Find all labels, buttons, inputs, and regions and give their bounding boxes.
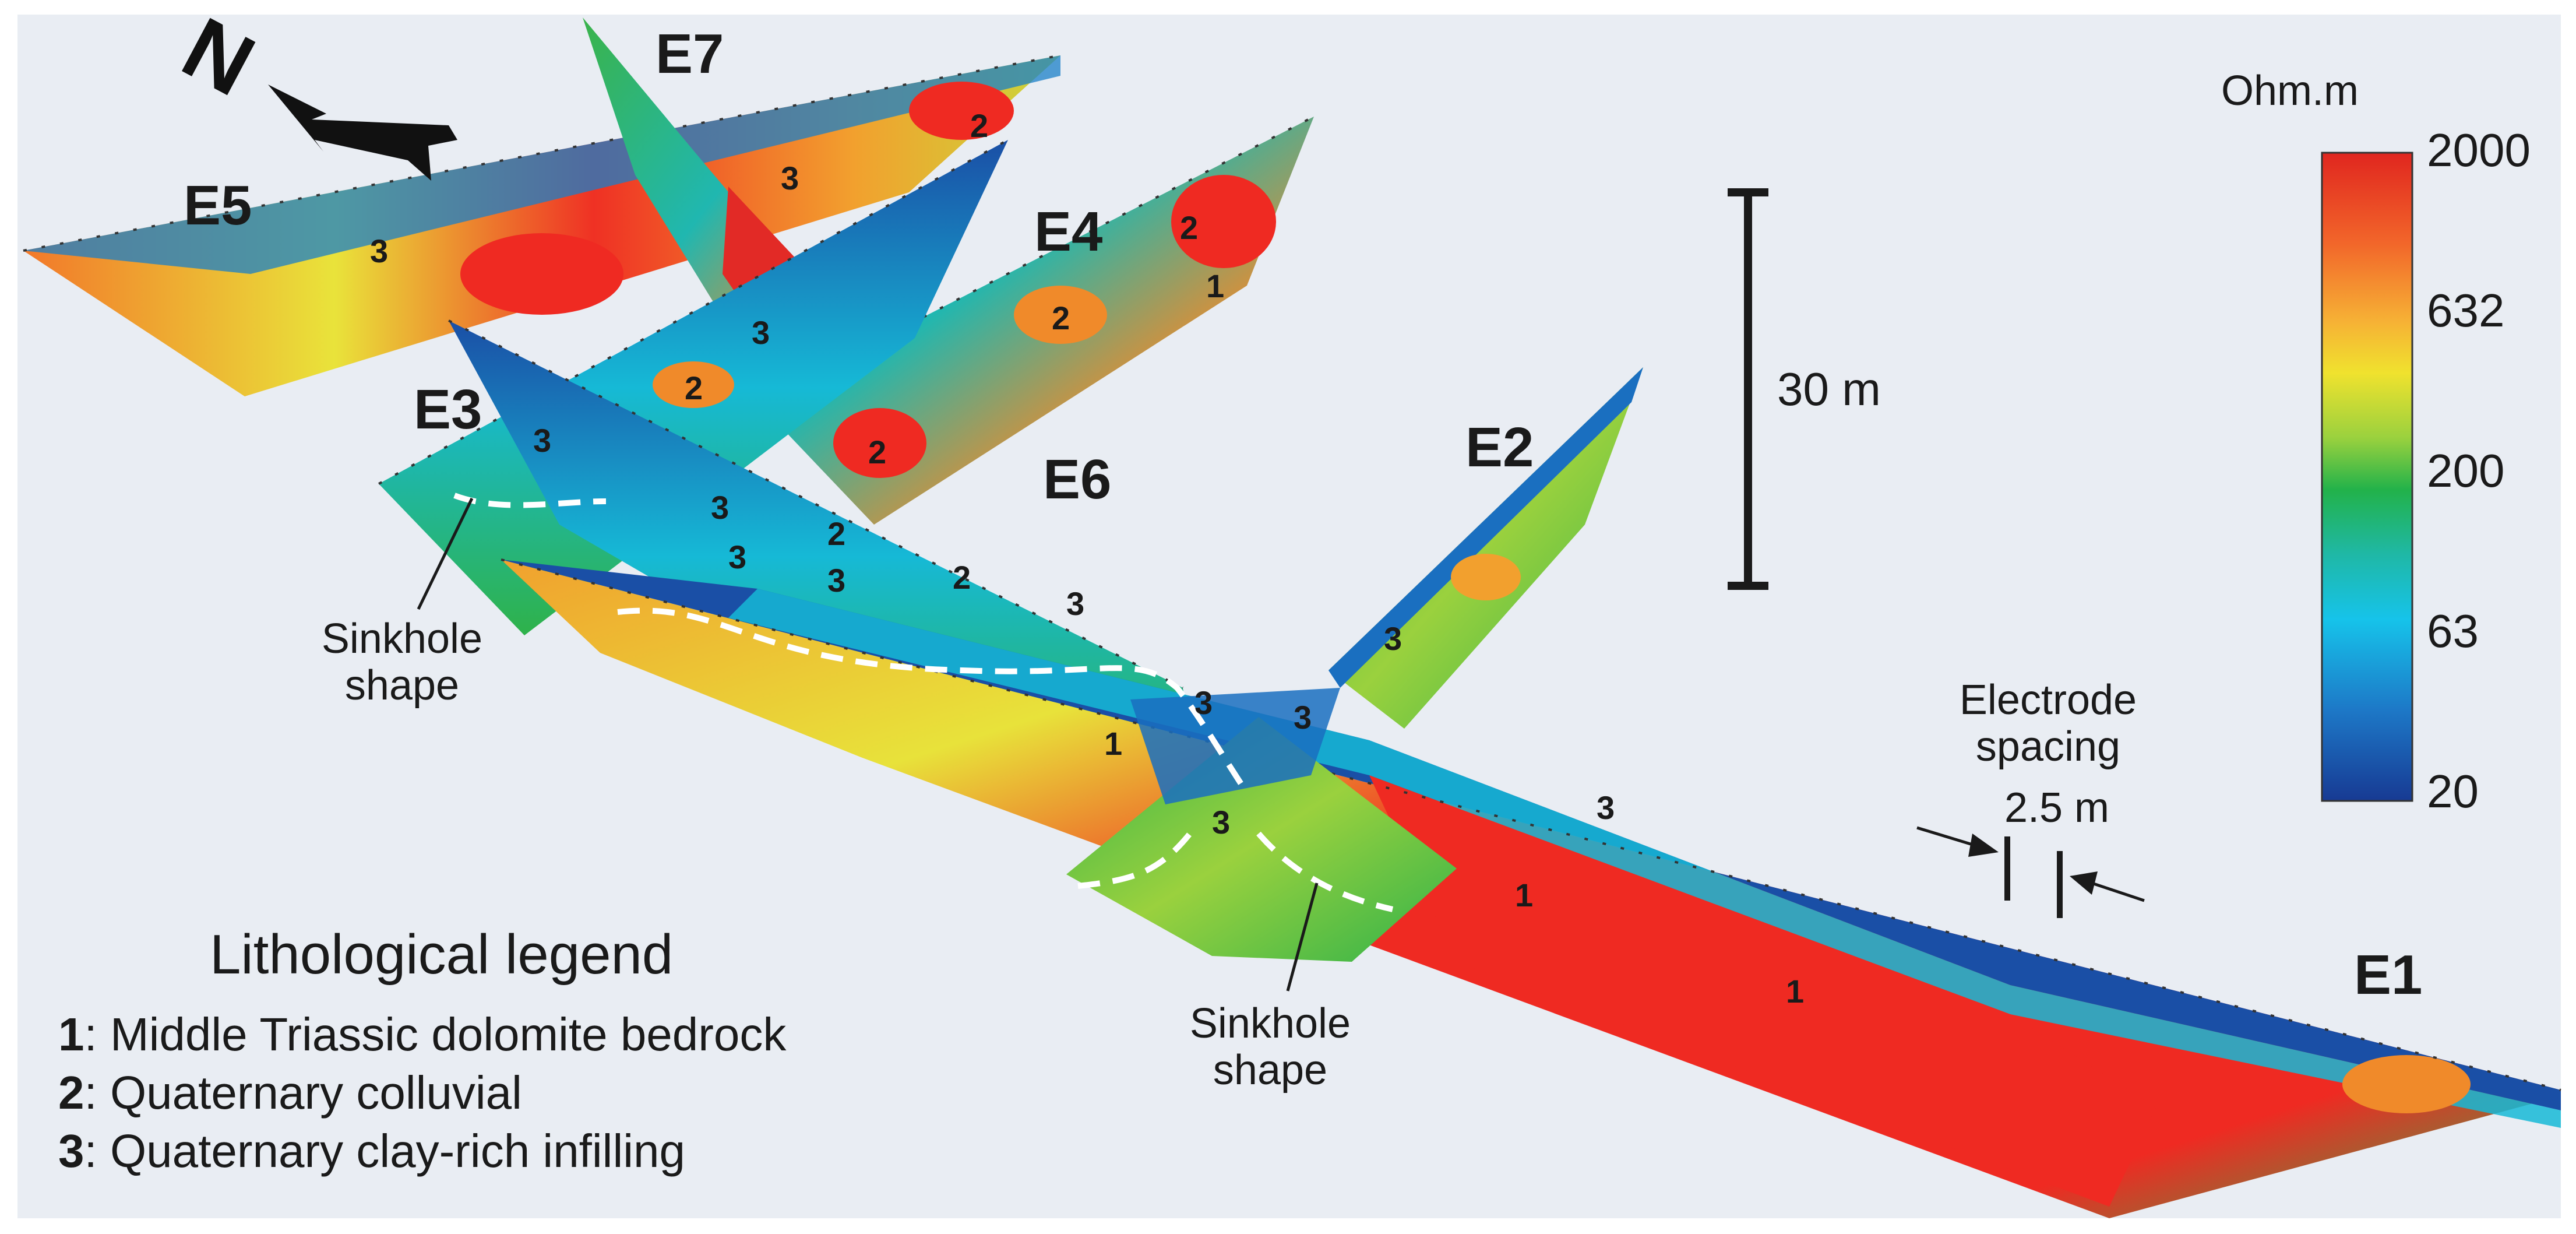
legend-title: Lithological legend xyxy=(210,923,673,986)
colorbar-tick: 200 xyxy=(2427,445,2504,497)
colorbar-tick: 20 xyxy=(2427,765,2479,817)
unit-label: 3 xyxy=(1194,684,1213,721)
profile-label-e1: E1 xyxy=(2354,944,2422,1006)
unit-label: 3 xyxy=(533,422,551,459)
electrode-spacing-value: 2.5 m xyxy=(2004,785,2109,831)
unit-label: 1 xyxy=(1515,877,1533,913)
sinkhole-outline-1 xyxy=(453,493,607,508)
unit-label: 3 xyxy=(370,233,388,269)
profile-label-e2: E2 xyxy=(1465,416,1534,479)
sinkhole-1-line-2: shape xyxy=(345,662,459,709)
section-e2 xyxy=(1328,367,1643,729)
unit-label: 3 xyxy=(1294,699,1312,736)
profile-label-e4: E4 xyxy=(1034,201,1102,263)
legend-item-1-text: : Middle Triassic dolomite bedrock xyxy=(84,1008,787,1060)
profile-label-e3: E3 xyxy=(414,378,482,441)
unit-label: 3 xyxy=(781,160,799,196)
unit-number-labels: 1 1 1 1 2 2 2 2 2 2 2 3 3 3 3 3 3 3 3 3 … xyxy=(370,107,1804,1010)
profile-label-e7: E7 xyxy=(656,23,724,85)
unit-label: 2 xyxy=(1052,300,1070,336)
legend-item-3: 3: Quaternary clay-rich infilling xyxy=(58,1125,685,1177)
unit-label: 2 xyxy=(827,515,845,552)
unit-label: 3 xyxy=(728,539,746,575)
unit-label: 1 xyxy=(1206,268,1224,304)
legend-item-2: 2: Quaternary colluvial xyxy=(58,1067,522,1119)
lithological-legend: Lithological legend 1: Middle Triassic d… xyxy=(58,923,787,1177)
section-e3 xyxy=(378,139,1009,635)
scale-bar: 30 m xyxy=(1728,188,1881,590)
colorbar-ramp xyxy=(2321,152,2413,802)
scale-label: 30 m xyxy=(1777,363,1881,415)
electrode-spacing-line-1: Electrode xyxy=(1960,677,2137,723)
unit-label: 2 xyxy=(868,434,886,470)
sinkhole-annotation-2: Sinkhole shape xyxy=(1190,883,1351,1094)
colorbar-tick: 63 xyxy=(2427,605,2479,657)
unit-label: 3 xyxy=(827,562,845,599)
sinkhole-outline-2 xyxy=(617,607,1250,794)
unit-label: 3 xyxy=(1066,585,1084,622)
legend-item-1-num: 1 xyxy=(58,1008,84,1060)
legend-item-3-num: 3 xyxy=(58,1125,84,1177)
unit-label: 2 xyxy=(970,107,988,144)
unit-label: 3 xyxy=(711,489,729,526)
legend-item-2-text: : Quaternary colluvial xyxy=(84,1067,522,1119)
legend-item-3-text: : Quaternary clay-rich infilling xyxy=(84,1125,685,1177)
legend-item-2-num: 2 xyxy=(58,1067,84,1119)
colorbar-unit: Ohm.m xyxy=(2221,68,2359,114)
sinkhole-2-line-1: Sinkhole xyxy=(1190,1000,1351,1047)
unit-label: 3 xyxy=(1212,804,1230,841)
colorbar-tick: 632 xyxy=(2427,284,2504,336)
section-e5 xyxy=(23,54,1061,396)
colorbar: Ohm.m 2000 632 200 63 20 xyxy=(2221,68,2531,817)
unit-label: 3 xyxy=(752,314,770,351)
profile-label-e5: E5 xyxy=(184,174,252,237)
profile-label-e6: E6 xyxy=(1043,448,1111,511)
sinkhole-2-line-2: shape xyxy=(1213,1047,1327,1094)
sinkhole-outline-3 xyxy=(1077,825,1394,912)
sinkhole-annotation-1: Sinkhole shape xyxy=(322,497,482,709)
sinkhole-1-line-1: Sinkhole xyxy=(322,616,482,662)
electrode-spacing-annotation: Electrode spacing 2.5 m xyxy=(1916,677,2145,918)
unit-label: 3 xyxy=(1597,789,1615,826)
unit-label: 1 xyxy=(1104,725,1122,762)
unit-label: 3 xyxy=(1384,620,1402,657)
unit-label: 2 xyxy=(953,559,971,596)
colorbar-tick: 2000 xyxy=(2427,124,2531,176)
unit-label: 2 xyxy=(1180,209,1198,246)
unit-label: 1 xyxy=(1786,973,1804,1010)
legend-item-1: 1: Middle Triassic dolomite bedrock xyxy=(58,1008,787,1060)
electrode-spacing-line-2: spacing xyxy=(1976,723,2120,770)
unit-label: 2 xyxy=(685,370,703,406)
